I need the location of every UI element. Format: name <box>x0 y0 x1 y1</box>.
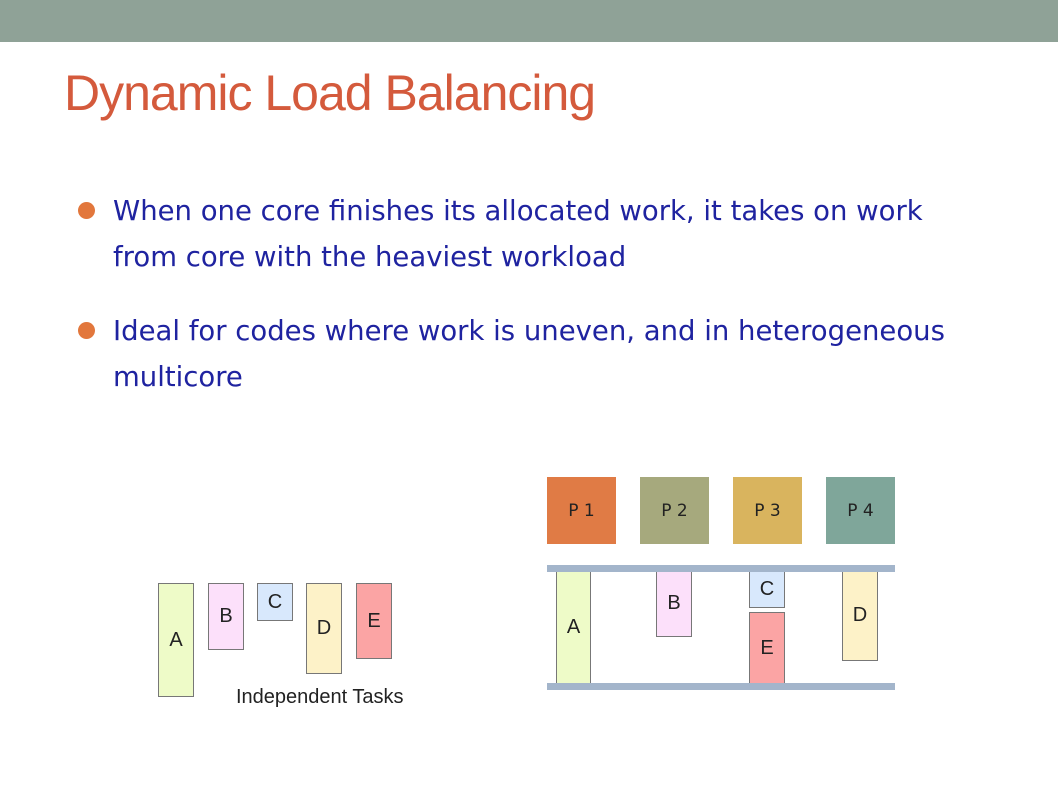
top-rail <box>547 565 895 572</box>
independent-tasks-caption: Independent Tasks <box>236 686 404 708</box>
processor-p2: P 2 <box>640 477 709 544</box>
bottom-rail <box>547 683 895 690</box>
bullet-item: Ideal for codes where work is uneven, an… <box>78 308 978 400</box>
assigned-task-b: B <box>656 570 692 637</box>
task-box-d: D <box>306 583 342 674</box>
top-bar <box>0 0 1058 42</box>
slide-title: Dynamic Load Balancing <box>64 65 596 121</box>
processor-p3: P 3 <box>733 477 802 544</box>
bullet-item: When one core finishes its allocated wor… <box>78 188 978 280</box>
task-box-b: B <box>208 583 244 650</box>
assigned-task-d: D <box>842 570 878 661</box>
assigned-task-e: E <box>749 612 785 684</box>
task-box-e: E <box>356 583 392 659</box>
task-box-a: A <box>158 583 194 697</box>
processor-p4: P 4 <box>826 477 895 544</box>
task-box-c: C <box>257 583 293 621</box>
assigned-task-a: A <box>556 570 591 684</box>
assigned-task-c: C <box>749 570 785 608</box>
bullet-list: When one core finishes its allocated wor… <box>78 188 978 428</box>
processor-p1: P 1 <box>547 477 616 544</box>
